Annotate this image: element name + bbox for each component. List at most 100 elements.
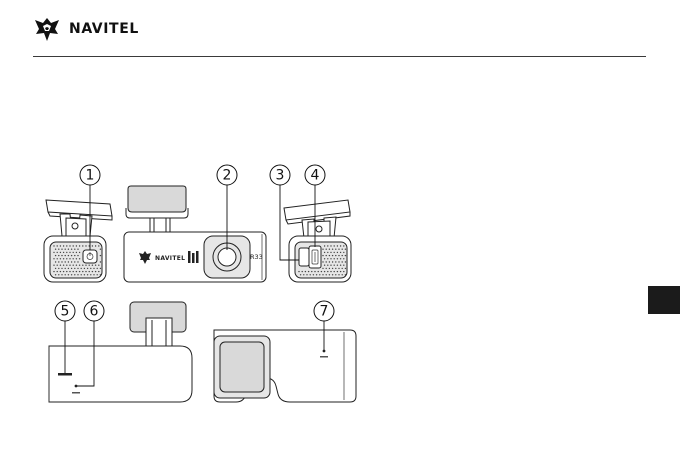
grille-dot <box>342 274 343 275</box>
grille-dot <box>337 271 338 272</box>
grille-dot <box>329 255 330 256</box>
grille-dot <box>90 274 91 275</box>
grille-dot <box>82 245 83 246</box>
grille-dot <box>334 271 335 272</box>
grille-dot <box>342 268 343 269</box>
grille-dot <box>321 271 322 272</box>
grille-dot <box>87 274 88 275</box>
grille-dot <box>329 268 330 269</box>
grille-dot <box>337 258 338 259</box>
grille-dot <box>66 258 67 259</box>
grille-dot <box>327 252 328 253</box>
grille-dot <box>92 245 93 246</box>
grille-dot <box>74 249 75 250</box>
power-button <box>83 250 97 263</box>
grille-dot <box>306 274 307 275</box>
grille-dot <box>57 252 58 253</box>
grille-dot <box>69 258 70 259</box>
grille-dot <box>68 261 69 262</box>
grille-dot <box>340 271 341 272</box>
grille-dot <box>329 261 330 262</box>
grille-dot <box>335 261 336 262</box>
grille-dot <box>90 268 91 269</box>
grille-dot <box>79 245 80 246</box>
grille-dot <box>57 265 58 266</box>
grille-dot <box>322 274 323 275</box>
grille-dot <box>74 255 75 256</box>
grille-dot <box>69 271 70 272</box>
microphone-hole <box>75 385 78 388</box>
grille-dot <box>71 261 72 262</box>
grille-dot <box>71 268 72 269</box>
grille-dot <box>345 274 346 275</box>
grille-dot <box>58 249 59 250</box>
grille-dot <box>71 274 72 275</box>
grille-dot <box>63 265 64 266</box>
grille-dot <box>66 245 67 246</box>
grille-dot <box>345 249 346 250</box>
grille-dot <box>57 258 58 259</box>
grille-dot <box>63 271 64 272</box>
grille-dot <box>311 271 312 272</box>
grille-dot <box>53 271 54 272</box>
grille-dot <box>342 255 343 256</box>
callout-7-number: 7 <box>320 304 329 320</box>
grille-dot <box>337 265 338 266</box>
grille-dot <box>326 274 327 275</box>
grille-dot <box>93 274 94 275</box>
grille-dot <box>81 268 82 269</box>
grille-dot <box>95 271 96 272</box>
grille-dot <box>65 249 66 250</box>
grille-dot <box>330 258 331 259</box>
grille-dot <box>53 258 54 259</box>
front-view: NAVITEL R33 <box>124 186 266 282</box>
grille-dot <box>73 258 74 259</box>
grille-dot <box>98 271 99 272</box>
grille-dot <box>330 245 331 246</box>
grille-dot <box>69 252 70 253</box>
grille-dot <box>60 271 61 272</box>
grille-dot <box>82 265 83 266</box>
grille-dot <box>76 252 77 253</box>
grille-dot <box>332 261 333 262</box>
grille-dot <box>79 252 80 253</box>
grille-dot <box>65 274 66 275</box>
grille-dot <box>97 274 98 275</box>
grille-dot <box>61 274 62 275</box>
grille-dot <box>324 271 325 272</box>
side-view-left <box>44 200 112 282</box>
memory-card-slot <box>299 248 309 266</box>
callout-4-number: 4 <box>311 168 320 184</box>
grille-dot <box>57 271 58 272</box>
grille-dot <box>340 258 341 259</box>
grille-dot <box>66 265 67 266</box>
grille-dot <box>84 268 85 269</box>
front-model-label: R33 <box>250 253 263 261</box>
grille-dot <box>60 245 61 246</box>
grille-dot <box>85 245 86 246</box>
grille-dot <box>65 268 66 269</box>
grille-dot <box>76 271 77 272</box>
grille-dot <box>92 265 93 266</box>
grille-dot <box>337 252 338 253</box>
grille-dot <box>298 271 299 272</box>
grille-dot <box>66 271 67 272</box>
grille-dot <box>326 268 327 269</box>
grille-dot <box>324 245 325 246</box>
grille-dot <box>327 271 328 272</box>
bottom-view <box>214 330 356 402</box>
grille-dot <box>335 268 336 269</box>
grille-dot <box>57 245 58 246</box>
grille-dot <box>342 261 343 262</box>
grille-dot <box>343 245 344 246</box>
grille-dot <box>340 252 341 253</box>
grille-dot <box>77 261 78 262</box>
grille-dot <box>340 265 341 266</box>
grille-dot <box>338 255 339 256</box>
grille-dot <box>340 245 341 246</box>
grille-dot <box>342 249 343 250</box>
grille-dot <box>79 258 80 259</box>
grille-dot <box>76 245 77 246</box>
callout-6-number: 6 <box>90 304 99 320</box>
grille-dot <box>65 261 66 262</box>
